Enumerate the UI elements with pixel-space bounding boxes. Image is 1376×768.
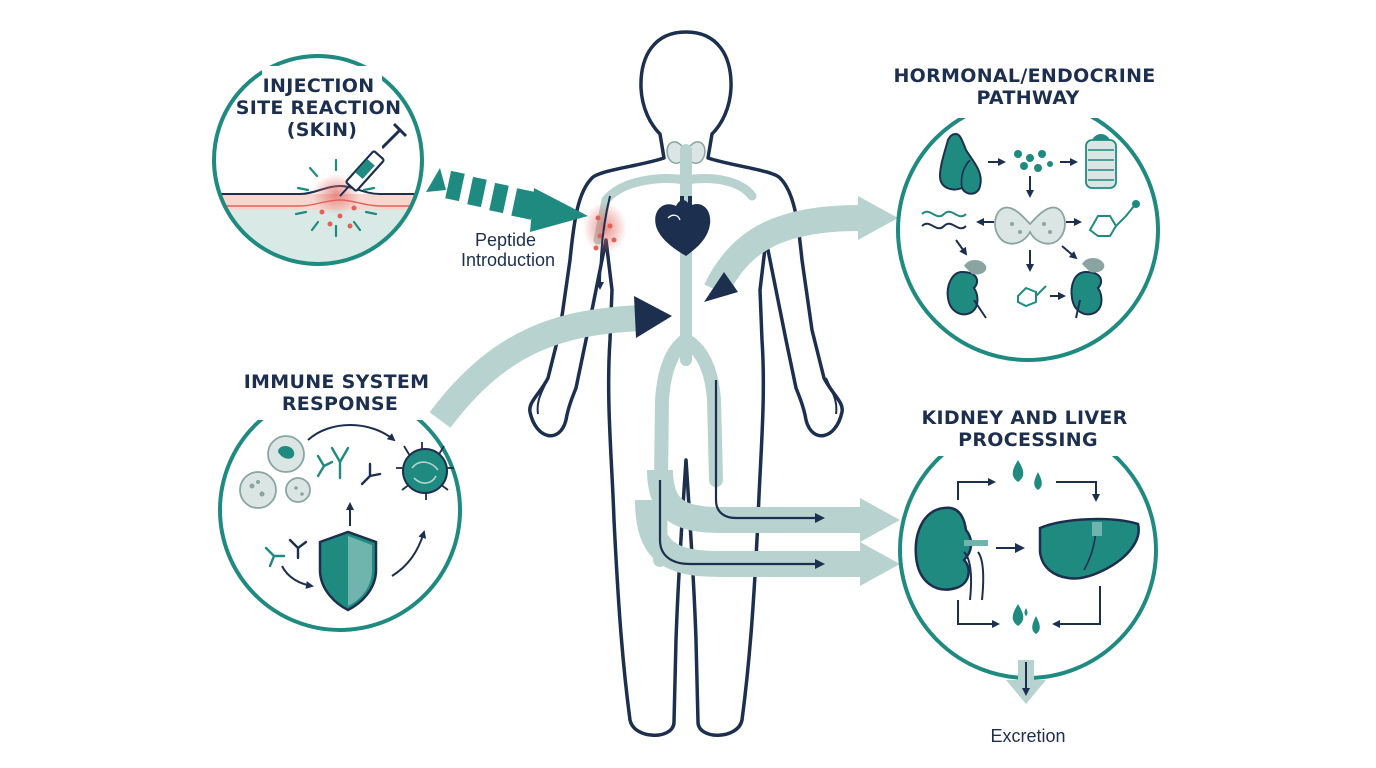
- molecule-chain-icon: [1088, 200, 1140, 237]
- adrenal-kidney-icon-left: [946, 260, 987, 319]
- processing-cycle-arrows: [957, 478, 1101, 628]
- body-to-hormonal-arrow: [704, 196, 898, 302]
- molecule-icon-bottom: [1017, 285, 1047, 308]
- excretion-caption: Excretion: [990, 726, 1065, 746]
- pituitary-gland-icon: [938, 132, 982, 195]
- arm-flow-arrow: [596, 195, 611, 290]
- liver-icon: [1038, 517, 1140, 580]
- shield-icon: [318, 530, 378, 612]
- trachea-icon: [1085, 134, 1117, 189]
- kidney-liver-title: KIDNEY AND LIVER PROCESSING: [921, 407, 1134, 451]
- adrenal-kidney-icon-right: [1070, 258, 1105, 319]
- droplet-icons: [1012, 460, 1042, 634]
- injection-site-glow: [583, 202, 627, 254]
- thyroid-gland-icon: [994, 206, 1066, 245]
- human-body-outline: [528, 30, 844, 737]
- syringe-icon: [339, 122, 408, 197]
- antibody-icons: [264, 446, 382, 568]
- hormone-molecules-icon: [1014, 150, 1053, 172]
- immune-cycle-arrows: [281, 424, 427, 589]
- injection-site-panel: INJECTION SITE REACTION (SKIN): [212, 54, 424, 266]
- immune-response-panel: IMMUNE SYSTEM RESPONSE: [218, 368, 462, 632]
- immune-cell-icons: [239, 435, 311, 509]
- hormonal-pathway-title: HORMONAL/ENDOCRINE PATHWAY: [893, 65, 1162, 109]
- injection-site-title: INJECTION SITE REACTION (SKIN): [236, 75, 408, 141]
- immune-to-body-arrow: [429, 296, 672, 428]
- heart-icon: [655, 196, 711, 256]
- wave-signal-icon: [921, 210, 967, 230]
- kidney-liver-panel: KIDNEY AND LIVER PROCESSING: [898, 404, 1158, 746]
- body-to-kidney-arrows: [635, 380, 900, 586]
- immune-response-title: IMMUNE SYSTEM RESPONSE: [244, 371, 437, 415]
- kidney-icon: [914, 506, 988, 601]
- excretion-arrow: [1006, 660, 1046, 704]
- pathogen-icon: [396, 442, 454, 500]
- injection-arrow: [426, 168, 588, 232]
- hormonal-pathway-panel: HORMONAL/ENDOCRINE PATHWAY: [893, 62, 1162, 362]
- peptide-introduction-caption: Peptide Introduction: [461, 230, 555, 270]
